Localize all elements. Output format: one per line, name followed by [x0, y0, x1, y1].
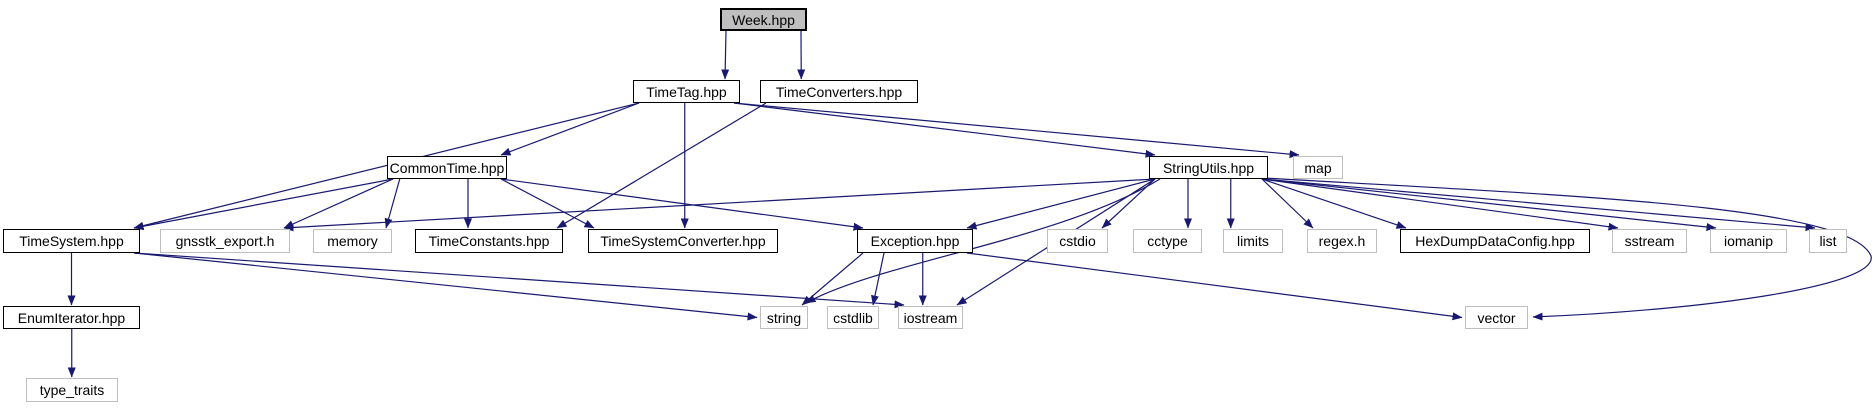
edge-exception-to-vector: [966, 252, 1463, 321]
node-sstream: sstream: [1612, 229, 1687, 253]
edge-stringutils-to-sstream: [1261, 178, 1619, 231]
edge-stringutils-to-vector: [1263, 177, 1872, 321]
edge-timetag-to-stringutils: [733, 102, 1156, 158]
node-regexh: regex.h: [1307, 229, 1377, 253]
edge-timetag-to-timesystem: [133, 102, 640, 230]
edge-timesystem-to-iostream: [133, 252, 905, 309]
node-hexdump[interactable]: HexDumpDataConfig.hpp: [1400, 229, 1590, 253]
node-stringutils[interactable]: StringUtils.hpp: [1149, 156, 1268, 179]
edge-exception-to-cstdlib: [871, 252, 885, 306]
edge-stringutils-to-list: [1261, 178, 1816, 232]
edge-commontime-to-timesystem: [133, 178, 394, 231]
node-timeconverters[interactable]: TimeConverters.hpp: [760, 80, 918, 103]
edge-stringutils-to-hexdump: [1261, 178, 1407, 229]
edge-timeconverters-to-timeconstants: [556, 102, 767, 229]
edge-stringutils-to-exception: [966, 178, 1156, 230]
edge-stringutils-to-gnsstk_export: [283, 178, 1156, 232]
node-exception[interactable]: Exception.hpp: [857, 229, 973, 253]
node-iomanip: iomanip: [1710, 229, 1787, 253]
node-cctype: cctype: [1133, 229, 1202, 253]
node-limits: limits: [1223, 229, 1283, 253]
node-iostream: iostream: [898, 306, 963, 329]
node-string: string: [760, 306, 808, 329]
edge-timetag-to-commontime: [500, 102, 640, 156]
node-map: map: [1293, 156, 1343, 179]
edge-commontime-to-timesystemconverter: [500, 178, 595, 229]
node-vector: vector: [1465, 306, 1528, 329]
edge-timesystem-to-string: [133, 252, 758, 321]
node-timetag[interactable]: TimeTag.hpp: [633, 80, 740, 103]
node-timeconstants[interactable]: TimeConstants.hpp: [415, 229, 563, 253]
edge-week-to-timetag: [721, 30, 730, 80]
edge-commontime-to-exception: [500, 178, 864, 231]
edge-timetag-to-map: [733, 102, 1300, 159]
node-timesystemconverter[interactable]: TimeSystemConverter.hpp: [588, 229, 778, 253]
node-cstdlib: cstdlib: [827, 306, 879, 329]
node-type_traits: type_traits: [26, 378, 118, 402]
node-timesystem[interactable]: TimeSystem.hpp: [3, 229, 140, 253]
edge-stringutils-to-regexh: [1261, 178, 1314, 229]
node-commontime[interactable]: CommonTime.hpp: [387, 156, 507, 179]
node-enumiterator[interactable]: EnumIterator.hpp: [3, 306, 140, 329]
node-list: list: [1809, 229, 1847, 253]
edge-commontime-to-memory: [384, 178, 401, 229]
node-cstdio: cstdio: [1047, 229, 1108, 253]
node-gnsstk_export: gnsstk_export.h: [160, 229, 290, 253]
edge-stringutils-to-iomanip: [1261, 178, 1717, 231]
node-week[interactable]: Week.hpp: [720, 8, 807, 31]
edge-stringutils-to-string: [805, 178, 1161, 304]
node-memory: memory: [313, 229, 392, 253]
edge-exception-to-string: [801, 252, 864, 306]
edge-commontime-to-gnsstk_export: [283, 178, 394, 229]
